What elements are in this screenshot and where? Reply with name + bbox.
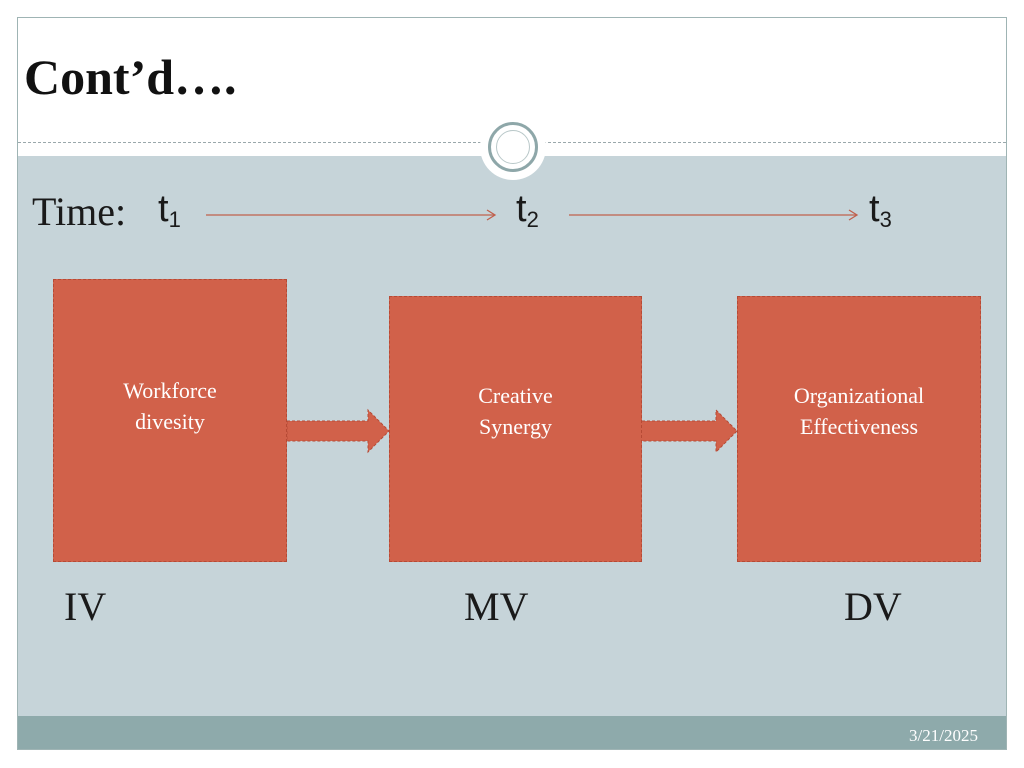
time-point-letter: t [516, 188, 527, 230]
box-label: Creative Synergy [478, 383, 553, 439]
time-point-letter: t [869, 188, 880, 230]
label-dv: DV [844, 584, 902, 629]
time-point-subscript: 2 [526, 207, 539, 232]
box-label: Workforce divesity [123, 377, 217, 434]
box-label: Organizational Effectiveness [793, 383, 925, 439]
circle-ornament-icon [480, 114, 546, 180]
slide-footer: 3/21/2025 [18, 716, 1006, 749]
ornament-inner-ring [496, 130, 530, 164]
slide-title: Cont’d…. [24, 49, 237, 105]
time-point-letter: t [158, 188, 169, 230]
label-iv: IV [64, 584, 107, 629]
time-point-t3: t3 [869, 188, 892, 233]
ornament-ring [488, 122, 538, 172]
label-mv: MV [464, 584, 529, 629]
time-point-subscript: 1 [168, 207, 181, 232]
box-dependent-variable: Organizational Effectiveness [737, 296, 981, 562]
slide: Cont’d…. Time: t1 t2 t3 Workforce divesi… [17, 17, 1007, 750]
box-independent-variable: Workforce divesity [53, 279, 287, 562]
box-mediating-variable: Creative Synergy [389, 296, 642, 562]
time-label: Time: [32, 189, 127, 234]
time-point-t1: t1 [158, 188, 181, 233]
time-point-subscript: 3 [879, 207, 892, 232]
time-point-t2: t2 [516, 188, 539, 233]
footer-date: 3/21/2025 [909, 726, 978, 745]
